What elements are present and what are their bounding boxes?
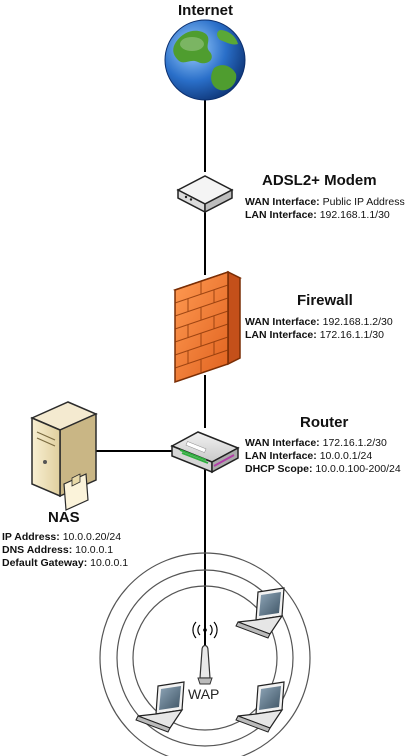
router-icon bbox=[170, 431, 240, 474]
firewall-lan-value: 172.16.1.1/30 bbox=[319, 329, 384, 341]
nas-gw-key: Default Gateway: bbox=[2, 557, 88, 569]
nas-title: NAS bbox=[48, 509, 80, 526]
modem-icon bbox=[176, 175, 234, 214]
router-lan-value: 10.0.0.1/24 bbox=[319, 450, 373, 462]
nas-gw-value: 10.0.0.1 bbox=[90, 557, 129, 569]
modem-title: ADSL2+ Modem bbox=[262, 172, 377, 189]
modem-lan-line: LAN Interface: 192.168.1.1/30 bbox=[245, 209, 405, 222]
laptop-icon bbox=[135, 681, 185, 733]
nas-details: IP Address: 10.0.0.20/24 DNS Address: 10… bbox=[2, 531, 128, 570]
modem-lan-value: 192.168.1.1/30 bbox=[319, 209, 390, 221]
nas-gw-line: Default Gateway: 10.0.0.1 bbox=[2, 557, 128, 570]
router-lan-line: LAN Interface: 10.0.0.1/24 bbox=[245, 450, 401, 463]
nas-dns-key: DNS Address: bbox=[2, 544, 73, 556]
nas-dns-line: DNS Address: 10.0.0.1 bbox=[2, 544, 128, 557]
router-wan-line: WAN Interface: 172.16.1.2/30 bbox=[245, 437, 401, 450]
firewall-wan-key: WAN Interface: bbox=[245, 316, 320, 328]
router-wan-key: WAN Interface: bbox=[245, 437, 320, 449]
firewall-wan-value: 192.168.1.2/30 bbox=[322, 316, 393, 328]
nas-ip-value: 10.0.0.20/24 bbox=[62, 531, 122, 543]
router-dhcp-value: 10.0.0.100-200/24 bbox=[315, 463, 401, 475]
modem-lan-key: LAN Interface: bbox=[245, 209, 317, 221]
globe-icon bbox=[164, 19, 246, 101]
modem-wan-line: WAN Interface: Public IP Address bbox=[245, 196, 405, 209]
nas-ip-line: IP Address: 10.0.0.20/24 bbox=[2, 531, 128, 544]
firewall-lan-line: LAN Interface: 172.16.1.1/30 bbox=[245, 329, 393, 342]
laptop-icon bbox=[235, 587, 285, 639]
wap-coverage-rings bbox=[99, 552, 311, 756]
modem-details: WAN Interface: Public IP Address LAN Int… bbox=[245, 196, 405, 222]
laptop-icon bbox=[235, 681, 285, 733]
router-details: WAN Interface: 172.16.1.2/30 LAN Interfa… bbox=[245, 437, 401, 476]
router-dhcp-key: DHCP Scope: bbox=[245, 463, 313, 475]
firewall-title: Firewall bbox=[297, 292, 353, 309]
nas-dns-value: 10.0.0.1 bbox=[75, 544, 114, 556]
nas-ip-key: IP Address: bbox=[2, 531, 60, 543]
wap-label: WAP bbox=[188, 686, 220, 702]
firewall-wan-line: WAN Interface: 192.168.1.2/30 bbox=[245, 316, 393, 329]
firewall-lan-key: LAN Interface: bbox=[245, 329, 317, 341]
router-lan-key: LAN Interface: bbox=[245, 450, 317, 462]
access-point-icon bbox=[192, 621, 218, 685]
modem-wan-key: WAN Interface: bbox=[245, 196, 320, 208]
router-dhcp-line: DHCP Scope: 10.0.0.100-200/24 bbox=[245, 463, 401, 476]
modem-wan-value: Public IP Address bbox=[322, 196, 405, 208]
router-wan-value: 172.16.1.2/30 bbox=[322, 437, 387, 449]
router-title: Router bbox=[300, 414, 349, 431]
brick-firewall-icon bbox=[173, 270, 242, 384]
internet-title: Internet bbox=[178, 2, 234, 19]
server-icon bbox=[30, 401, 98, 511]
firewall-details: WAN Interface: 192.168.1.2/30 LAN Interf… bbox=[245, 316, 393, 342]
